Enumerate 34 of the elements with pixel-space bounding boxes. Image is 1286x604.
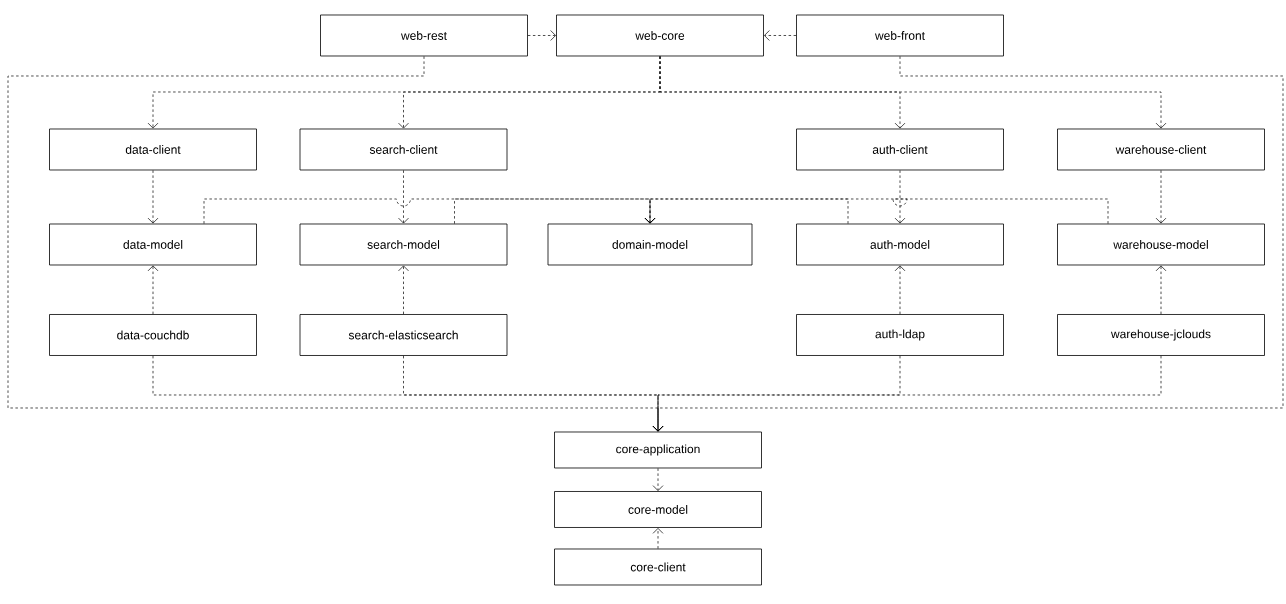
dependency-arrow: [764, 30, 797, 41]
module-box: warehouse-client: [1057, 128, 1265, 171]
module-box: auth-ldap: [796, 314, 1004, 356]
module-box: web-front: [796, 14, 1004, 57]
dependency-arrow: [147, 265, 159, 315]
module-box: data-couchdb: [49, 314, 257, 356]
module-box: search-elasticsearch: [299, 314, 508, 356]
module-box: web-core: [556, 14, 764, 57]
module-box: warehouse-model: [1057, 223, 1265, 266]
dependency-arrow: [652, 468, 664, 491]
module-box: domain-model: [547, 223, 753, 266]
dependency-arrow: [398, 170, 409, 224]
module-box: core-client: [554, 548, 762, 586]
dependency-arrow: [1155, 265, 1167, 315]
dependency-arrow: [1155, 170, 1167, 224]
module-box: search-client: [299, 128, 508, 171]
dependency-arrow: [398, 265, 409, 315]
dependency-arrow: [644, 198, 1109, 224]
module-box: auth-client: [796, 128, 1004, 171]
dependency-arrow: [894, 265, 906, 315]
dependency-arrow: [147, 170, 159, 224]
module-box: search-model: [299, 223, 508, 266]
module-box: core-application: [554, 431, 762, 469]
dependency-arrow: [652, 528, 664, 549]
dependency-arrow: [652, 355, 1162, 432]
dependency-arrow: [527, 30, 556, 41]
module-box: core-model: [554, 491, 762, 528]
module-box: auth-model: [796, 223, 1004, 266]
module-box: data-model: [49, 223, 257, 266]
module-box: data-client: [49, 128, 257, 171]
dependency-arrow: [894, 170, 906, 224]
dependency-arrow: [659, 56, 1167, 129]
module-box: warehouse-jclouds: [1057, 314, 1265, 356]
module-box: web-rest: [320, 14, 528, 57]
